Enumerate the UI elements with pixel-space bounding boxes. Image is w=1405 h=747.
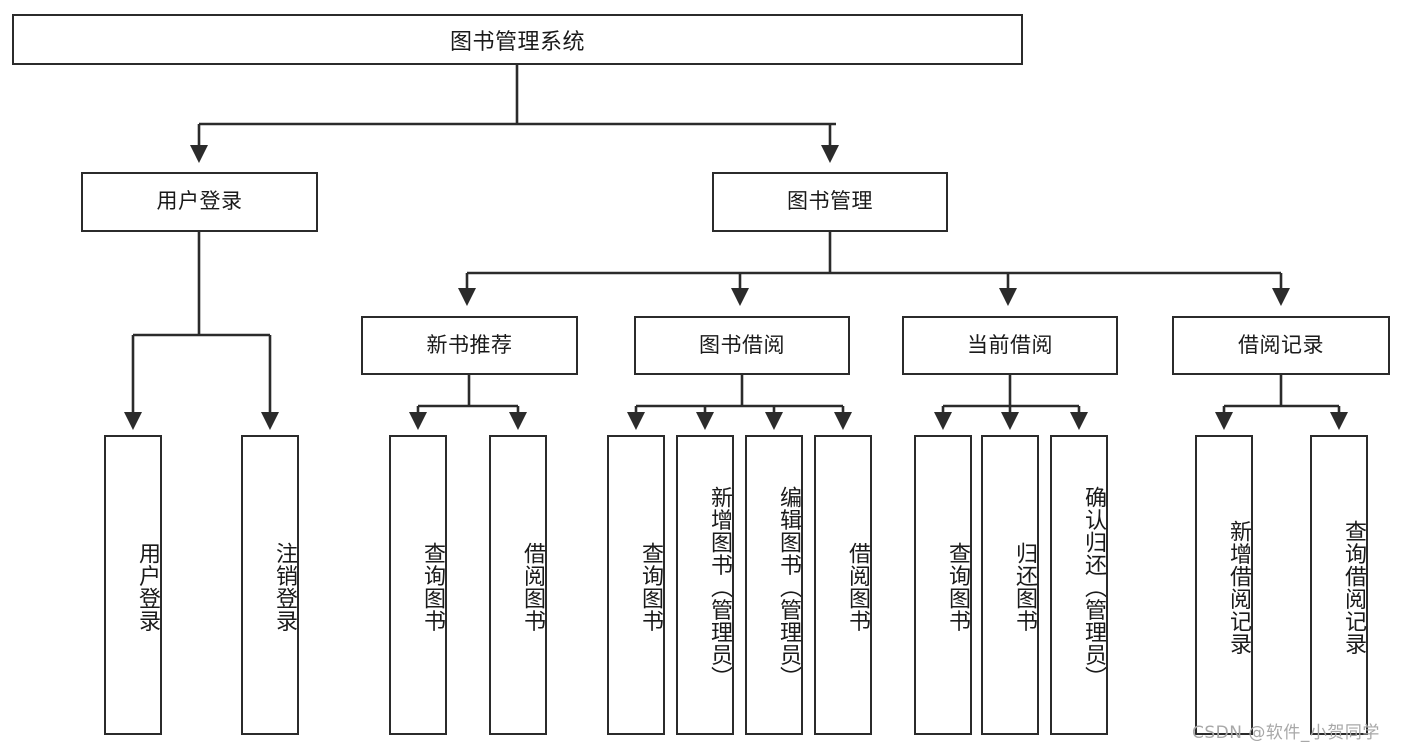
node-label: 图书借阅 — [699, 332, 785, 357]
node-label: 图书管理系统 — [449, 29, 585, 55]
leaf-new-book-query-book[interactable]: 查询图书 — [389, 435, 447, 735]
node-label: 查询借阅记录 — [1341, 519, 1366, 655]
node-label: 查询图书 — [638, 542, 663, 632]
node-label: 图书管理 — [787, 189, 873, 214]
node-label: 用户登录 — [156, 189, 243, 214]
leaf-current-borrow-confirm-return-admin[interactable]: 确认归还（管理员） — [1050, 435, 1108, 735]
node-label: 归还图书 — [1012, 542, 1037, 632]
node-root-book-management-system[interactable]: 图书管理系统 — [12, 14, 1023, 65]
leaf-book-borrow-edit-book-admin[interactable]: 编辑图书（管理员） — [745, 435, 803, 735]
node-label: 借阅图书 — [845, 542, 870, 632]
node-label: 当前借阅 — [967, 332, 1053, 357]
leaf-book-borrow-query-book[interactable]: 查询图书 — [607, 435, 665, 735]
node-label: 新增借阅记录 — [1226, 519, 1251, 655]
node-label: 编辑图书（管理员） — [776, 485, 801, 689]
node-label: 借阅记录 — [1238, 332, 1324, 357]
node-label: 确认归还（管理员） — [1081, 485, 1106, 689]
node-label: 新书推荐 — [426, 332, 513, 357]
node-label: 注销登录 — [272, 542, 297, 632]
leaf-current-borrow-return-book[interactable]: 归还图书 — [981, 435, 1039, 735]
node-borrow-records[interactable]: 借阅记录 — [1172, 316, 1390, 375]
leaf-user-login-logout[interactable]: 注销登录 — [241, 435, 299, 735]
leaf-book-borrow-borrow-book[interactable]: 借阅图书 — [814, 435, 872, 735]
node-label: 新增图书（管理员） — [707, 485, 732, 689]
node-user-login[interactable]: 用户登录 — [81, 172, 318, 232]
node-label: 用户登录 — [135, 542, 160, 632]
leaf-user-login-login[interactable]: 用户登录 — [104, 435, 162, 735]
leaf-new-book-borrow-book[interactable]: 借阅图书 — [489, 435, 547, 735]
node-label: 借阅图书 — [520, 542, 545, 632]
node-current-borrow[interactable]: 当前借阅 — [902, 316, 1118, 375]
node-label: 查询图书 — [420, 542, 445, 632]
leaf-book-borrow-add-book-admin[interactable]: 新增图书（管理员） — [676, 435, 734, 735]
csdn-watermark: CSDN @软件_小贺同学 — [1192, 723, 1380, 743]
leaf-borrow-records-add-record[interactable]: 新增借阅记录 — [1195, 435, 1253, 735]
leaf-borrow-records-query-record[interactable]: 查询借阅记录 — [1310, 435, 1368, 735]
node-label: 查询图书 — [945, 542, 970, 632]
node-new-book-recommend[interactable]: 新书推荐 — [361, 316, 578, 375]
node-book-management[interactable]: 图书管理 — [712, 172, 948, 232]
node-book-borrow[interactable]: 图书借阅 — [634, 316, 850, 375]
leaf-current-borrow-query-book[interactable]: 查询图书 — [914, 435, 972, 735]
